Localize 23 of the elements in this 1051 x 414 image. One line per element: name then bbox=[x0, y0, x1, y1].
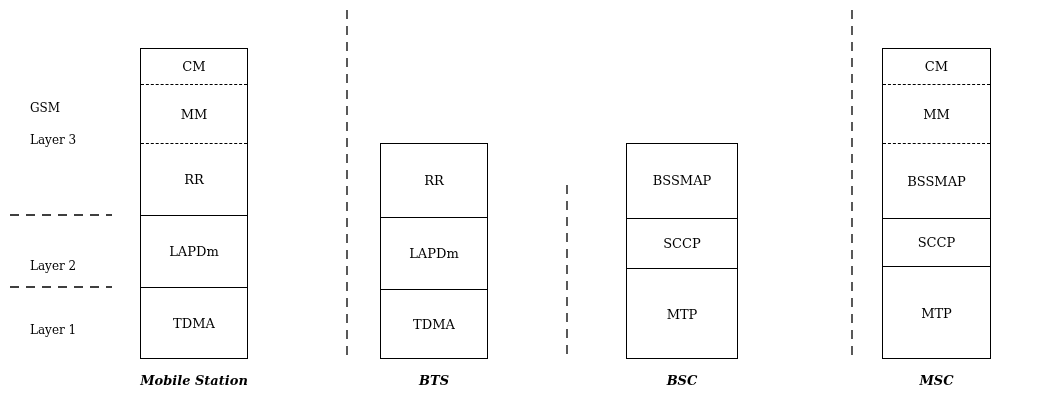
layer-name: LAPDm bbox=[169, 244, 219, 259]
layer-name: SCCP bbox=[917, 235, 956, 250]
stack-heading: MSC bbox=[919, 373, 954, 388]
layer-name: MTP bbox=[921, 305, 952, 321]
layer-name: BSSMAP bbox=[907, 173, 966, 189]
layer-name: CM bbox=[924, 58, 949, 74]
stack-heading: BSC bbox=[666, 373, 698, 388]
layer-label: GSM Layer 3 bbox=[30, 100, 78, 149]
layer-name: CM bbox=[182, 58, 206, 74]
layer-label: Layer 2 bbox=[30, 258, 78, 275]
layer-name: TDMA bbox=[413, 317, 455, 332]
layer-name: MM bbox=[923, 106, 950, 122]
stack-heading: BTS bbox=[418, 373, 450, 388]
layer-name: SCCP bbox=[663, 236, 701, 251]
layer-label: Layer 1 bbox=[30, 322, 78, 339]
layer-name: TDMA bbox=[173, 316, 215, 331]
layer-name: LAPDm bbox=[409, 246, 459, 261]
layer-name: MM bbox=[180, 106, 208, 122]
layer-name: RR bbox=[184, 172, 204, 187]
layer-name: RR bbox=[424, 172, 444, 188]
layer-name: BSSMAP bbox=[652, 173, 712, 188]
layer-name: MTP bbox=[666, 306, 698, 322]
stack-heading: Mobile Station bbox=[140, 373, 248, 388]
